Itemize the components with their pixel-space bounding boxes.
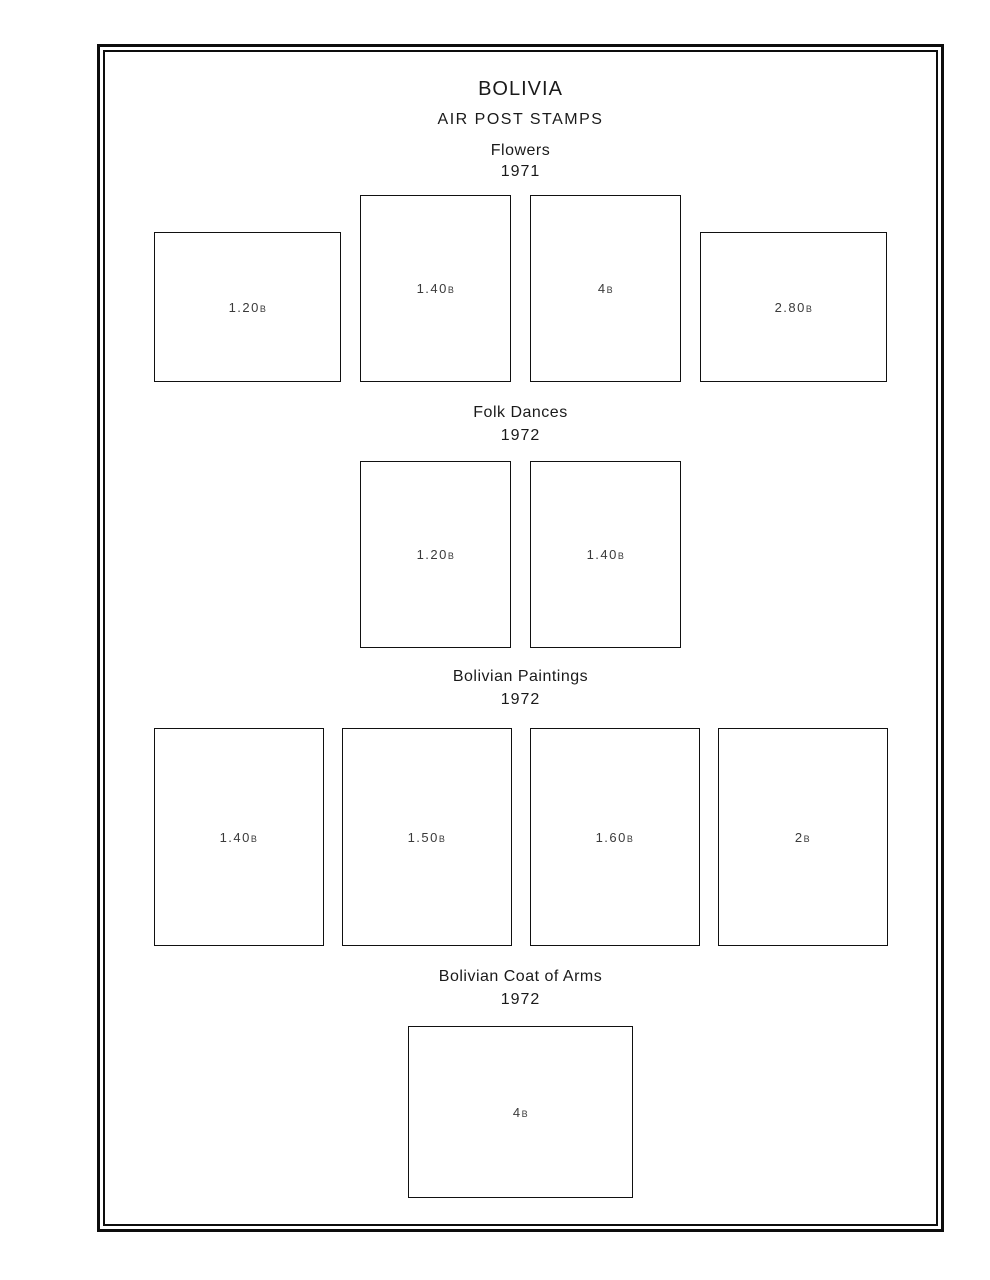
stamp-denomination: 1.20B bbox=[417, 547, 455, 562]
denomination-currency: B bbox=[259, 303, 267, 314]
stamp-box: 4B bbox=[530, 195, 681, 382]
stamp-box: 1.40B bbox=[360, 195, 511, 382]
stamp-row: 4B bbox=[105, 1026, 936, 1198]
denomination-currency: B bbox=[626, 833, 634, 844]
stamp-box: 1.60B bbox=[529, 728, 700, 946]
album-page-inner-frame: BOLIVIA AIR POST STAMPS Flowers 1971 1.2… bbox=[103, 50, 938, 1226]
stamp-denomination: 1.20B bbox=[229, 300, 267, 315]
section-bolivian-paintings: Bolivian Paintings 1972 1.40B 1.50B 1.60… bbox=[105, 667, 936, 946]
denomination-value: 1.50 bbox=[407, 829, 439, 845]
denomination-currency: B bbox=[447, 285, 455, 295]
section-year: 1971 bbox=[500, 163, 541, 180]
stamp-denomination: 1.40B bbox=[587, 547, 625, 562]
stamp-box: 2.80B bbox=[700, 232, 887, 382]
page-subtitle: AIR POST STAMPS bbox=[437, 111, 604, 128]
section-title: Bolivian Paintings bbox=[452, 668, 589, 685]
stamp-denomination: 1.40B bbox=[417, 281, 455, 296]
denomination-value: 2 bbox=[794, 829, 804, 845]
stamp-denomination: 4B bbox=[598, 281, 613, 296]
stamp-row: 1.40B 1.50B 1.60B 2B bbox=[105, 728, 936, 946]
denomination-value: 2.80 bbox=[774, 299, 806, 315]
section-folk-dances: Folk Dances 1972 1.20B 1.40B bbox=[105, 403, 936, 648]
album-page-frame: BOLIVIA AIR POST STAMPS Flowers 1971 1.2… bbox=[97, 44, 944, 1232]
denomination-value: 4 bbox=[597, 281, 607, 296]
denomination-currency: B bbox=[438, 833, 446, 844]
denomination-value: 1.40 bbox=[219, 829, 251, 845]
stamp-denomination: 1.40B bbox=[220, 830, 258, 845]
section-title: Flowers bbox=[490, 142, 551, 159]
stamp-row: 1.20B 1.40B 4B 2.80B bbox=[105, 195, 936, 382]
denomination-value: 1.20 bbox=[228, 299, 260, 315]
section-year: 1972 bbox=[500, 991, 541, 1008]
denomination-currency: B bbox=[805, 303, 813, 314]
denomination-currency: B bbox=[617, 551, 625, 561]
stamp-box: 4B bbox=[408, 1026, 633, 1198]
stamp-denomination: 2.80B bbox=[775, 300, 813, 315]
stamp-box: 1.40B bbox=[153, 728, 324, 946]
stamp-box: 1.20B bbox=[154, 232, 341, 382]
denomination-currency: B bbox=[803, 833, 811, 844]
denomination-value: 4 bbox=[512, 1104, 522, 1120]
denomination-value: 1.40 bbox=[586, 547, 618, 562]
section-title: Folk Dances bbox=[473, 404, 568, 421]
stamp-denomination: 1.60B bbox=[596, 830, 634, 845]
page-title: BOLIVIA bbox=[478, 78, 563, 100]
denomination-value: 1.20 bbox=[416, 547, 448, 562]
denomination-currency: B bbox=[447, 551, 455, 561]
denomination-currency: B bbox=[250, 833, 258, 844]
section-title: Bolivian Coat of Arms bbox=[438, 968, 603, 985]
section-flowers: Flowers 1971 1.20B 1.40B 4B 2.80B bbox=[105, 141, 936, 382]
stamp-denomination: 2B bbox=[795, 830, 810, 845]
stamp-denomination: 1.50B bbox=[408, 830, 446, 845]
stamp-box: 2B bbox=[717, 728, 888, 946]
section-year: 1972 bbox=[500, 691, 541, 708]
denomination-currency: B bbox=[521, 1108, 529, 1119]
section-year: 1972 bbox=[500, 427, 541, 444]
stamp-row: 1.20B 1.40B bbox=[105, 461, 936, 648]
stamp-box: 1.40B bbox=[530, 461, 681, 648]
denomination-value: 1.60 bbox=[595, 829, 627, 845]
stamp-box: 1.50B bbox=[341, 728, 512, 946]
section-bolivian-coat-of-arms: Bolivian Coat of Arms 1972 4B bbox=[105, 967, 936, 1198]
denomination-currency: B bbox=[606, 285, 614, 295]
stamp-denomination: 4B bbox=[513, 1105, 528, 1120]
stamp-box: 1.20B bbox=[360, 461, 511, 648]
denomination-value: 1.40 bbox=[416, 281, 448, 296]
